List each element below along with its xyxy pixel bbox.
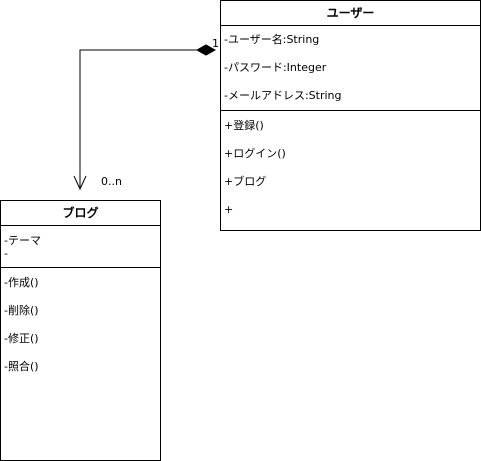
user-attribute-username: -ユーザー名:String [224,33,320,46]
blog-operation-create: -作成() [4,276,39,289]
target-multiplicity: 0..n [101,175,122,188]
blog-class-box[interactable]: ブログ -テーマ - -作成() -削除() -修正() -照合() [0,200,161,461]
source-multiplicity: 1 [212,37,219,50]
user-attribute-email: -メールアドレス:String [224,89,342,102]
blog-attribute-theme: -テーマ [4,234,41,247]
blog-attribute-empty: - [4,247,8,260]
user-class-name: ユーザー [221,1,480,26]
user-operation-register: +登録() [224,119,264,132]
user-operation-empty: + [224,203,234,216]
open-arrowhead [73,175,87,191]
user-operation-blog: +ブログ [224,175,267,188]
user-operation-login: +ログイン() [224,147,286,160]
blog-operation-modify: -修正() [4,332,39,345]
association-line [79,49,198,187]
blog-class-name: ブログ [1,201,160,226]
composition-diamond [195,44,217,56]
blog-section-divider [1,267,160,268]
blog-operation-delete: -削除() [4,304,39,317]
user-attribute-password: -パスワード:Integer [224,61,327,74]
user-class-box[interactable]: ユーザー -ユーザー名:String -パスワード:Integer -メールアド… [220,0,481,231]
user-section-divider [221,110,480,111]
blog-operation-verify: -照合() [4,360,39,373]
